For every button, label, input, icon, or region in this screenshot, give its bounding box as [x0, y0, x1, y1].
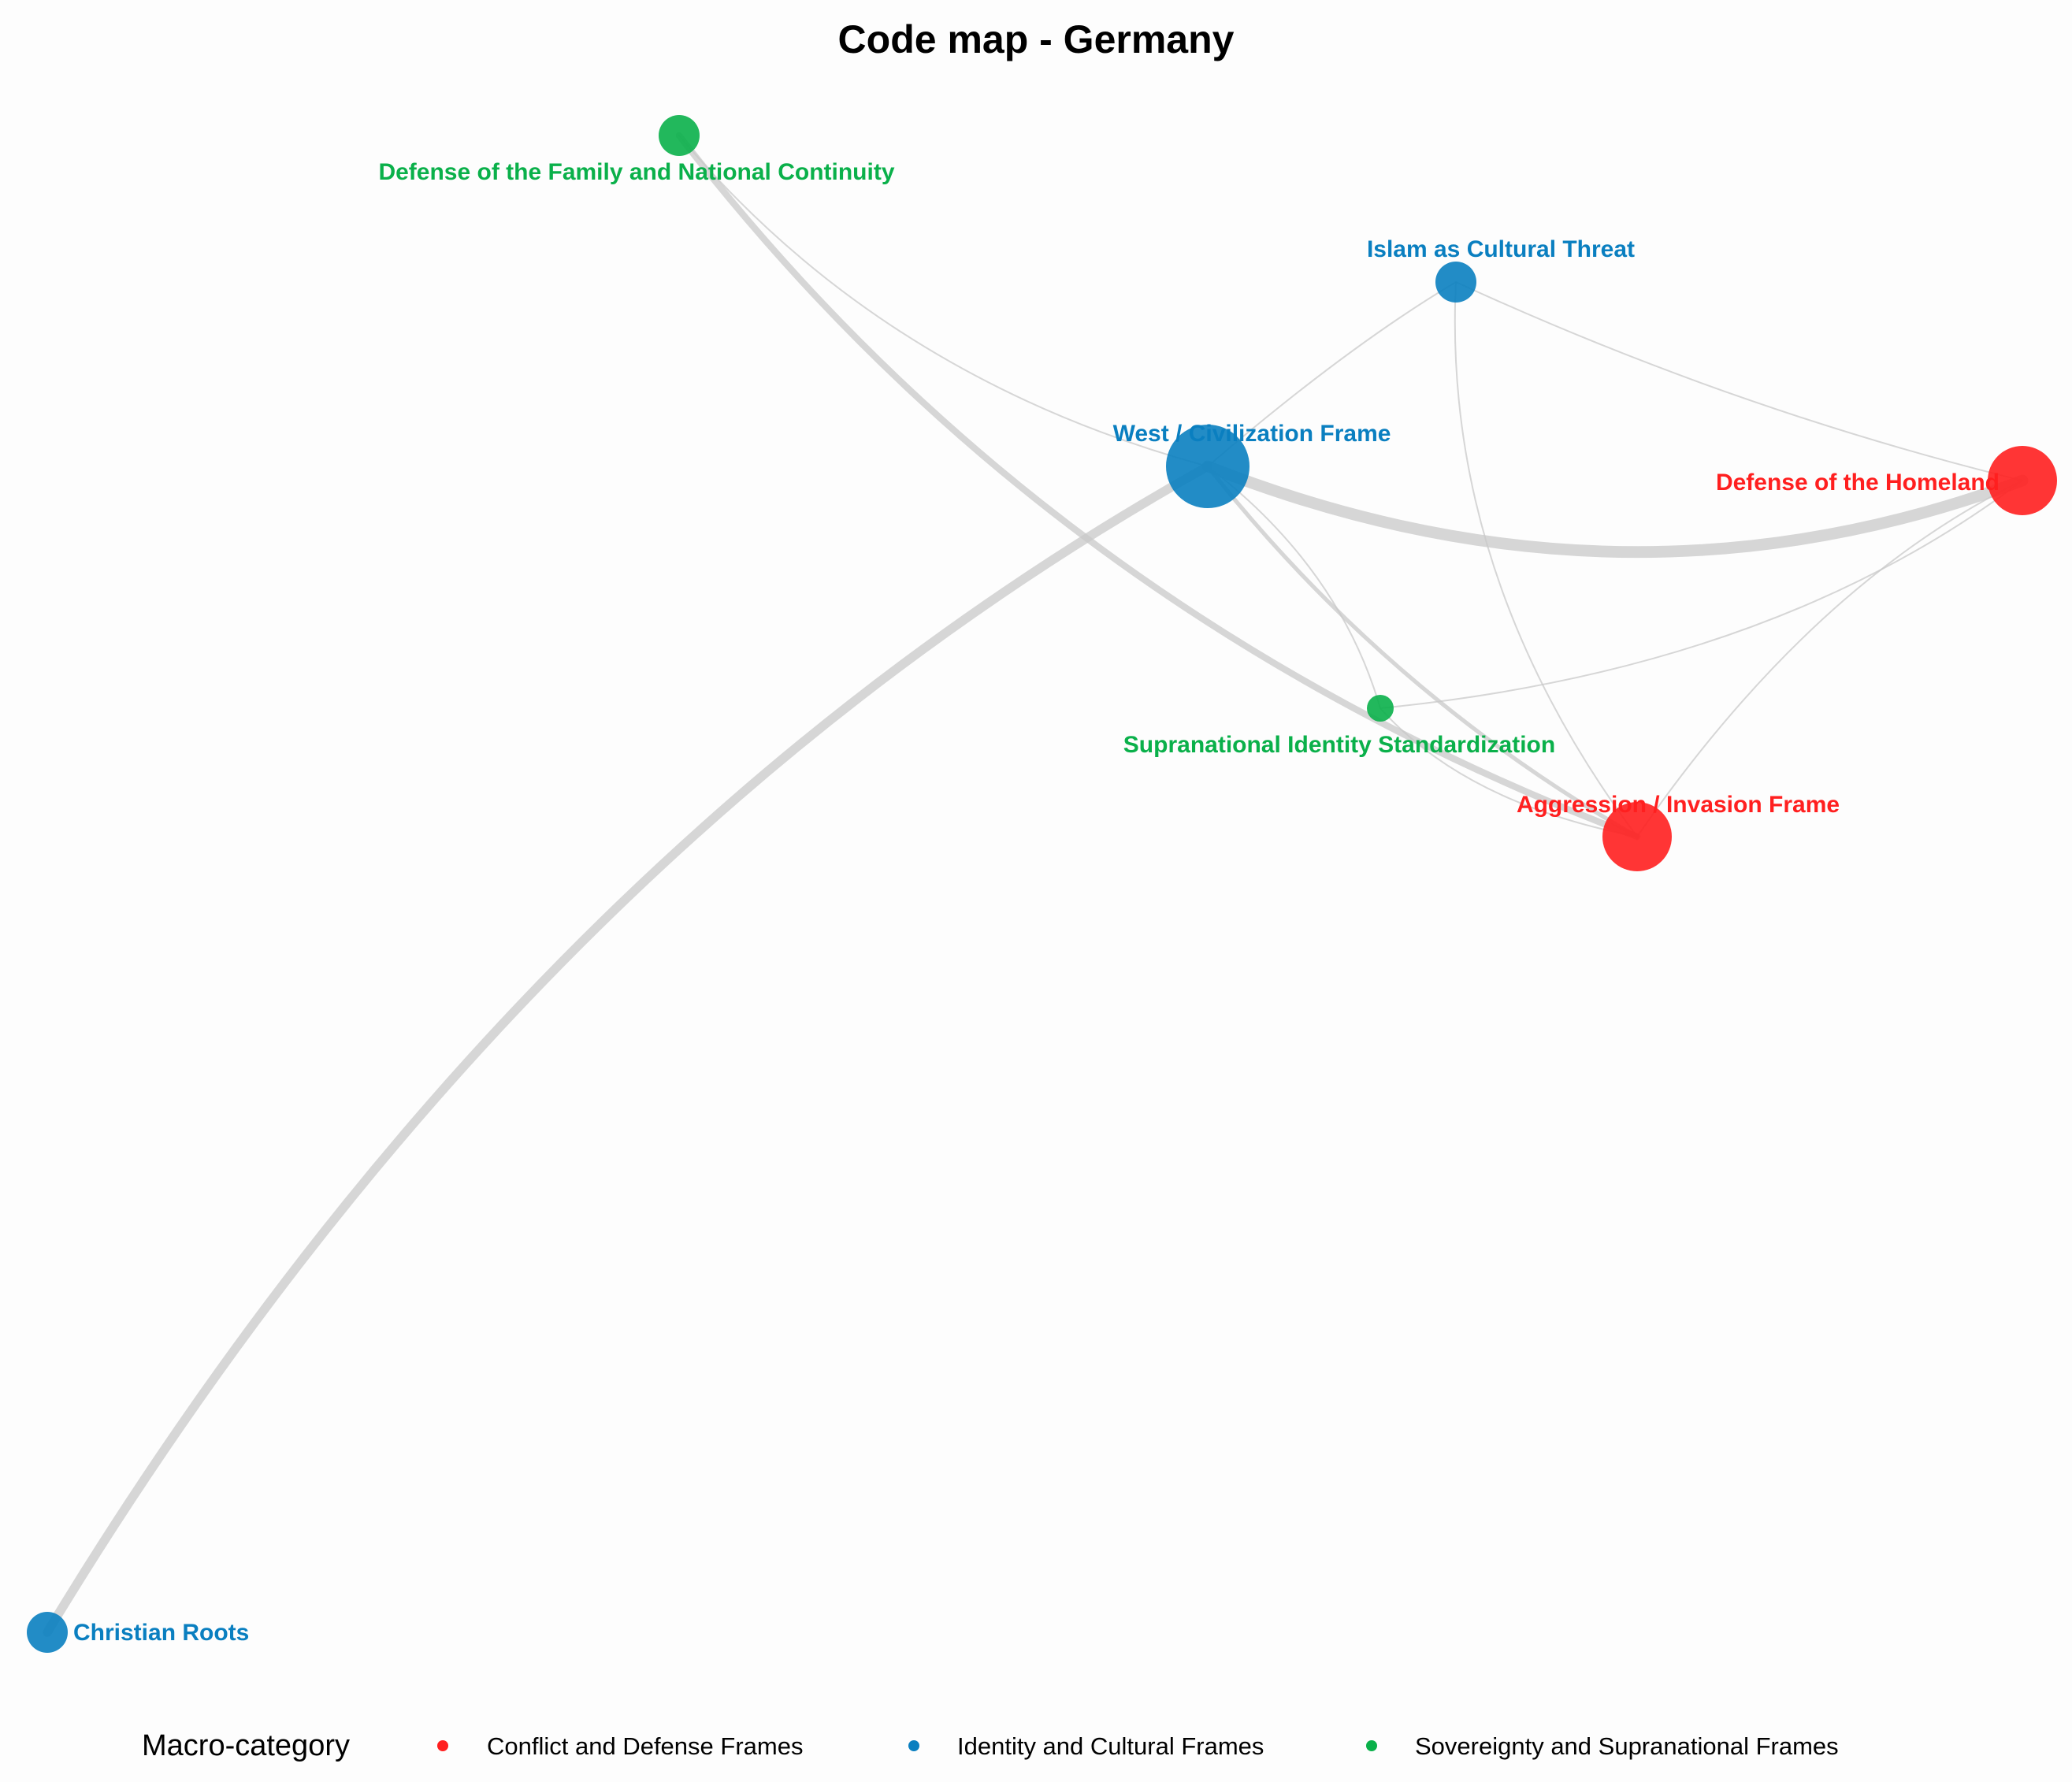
nodes-layer: [27, 115, 2057, 1653]
edges-layer: [43, 132, 2029, 1637]
edge-west-supra: [1207, 466, 1381, 709]
legend: Macro-category Conflict and Defense Fram…: [142, 1729, 1839, 1762]
node-aggression: [1602, 802, 1672, 871]
edge-islam-aggression: [1454, 281, 1638, 837]
node-label-supra: Supranational Identity Standardization: [1123, 732, 1555, 758]
edge-islam-homeland: [1455, 281, 2023, 481]
node-west: [1166, 425, 1250, 508]
legend-label-sovereignty: Sovereignty and Supranational Frames: [1415, 1732, 1839, 1760]
edge-homeland-aggression: [1636, 480, 2023, 837]
edge-islam-west: [1207, 281, 1457, 467]
legend-label-identity: Identity and Cultural Frames: [957, 1732, 1264, 1760]
node-label-islam: Islam as Cultural Threat: [1367, 236, 1635, 262]
node-homeland: [1988, 446, 2057, 515]
node-label-family: Defense of the Family and National Conti…: [378, 159, 894, 185]
edge-supra-homeland: [1379, 480, 2023, 709]
edge-west-homeland: [1201, 460, 2029, 559]
node-label-christian: Christian Roots: [73, 1620, 249, 1646]
node-supra: [1367, 695, 1394, 722]
chart-title: Code map - Germany: [838, 17, 1235, 61]
edge-family-west: [678, 135, 1209, 467]
node-label-homeland: Defense of the Homeland: [1716, 470, 2000, 496]
edge-family-aggression: [675, 132, 1641, 841]
labels-layer: Defense of the Family and National Conti…: [73, 159, 2000, 1646]
node-label-aggression: Aggression / Invasion Frame: [1517, 792, 1840, 818]
edge-supra-aggression: [1379, 707, 1638, 837]
edge-west-christian: [43, 462, 1212, 1637]
edge-west-aggression: [1205, 464, 1639, 839]
node-islam: [1435, 262, 1476, 303]
node-family: [659, 115, 700, 156]
legend-swatch-sovereignty: [1366, 1740, 1377, 1751]
legend-swatch-conflict: [437, 1740, 448, 1751]
node-label-west: West / Civilization Frame: [1113, 421, 1391, 447]
node-christian: [27, 1612, 68, 1653]
legend-swatch-identity: [908, 1740, 919, 1751]
legend-title: Macro-category: [142, 1729, 350, 1762]
legend-label-conflict: Conflict and Defense Frames: [487, 1732, 803, 1760]
